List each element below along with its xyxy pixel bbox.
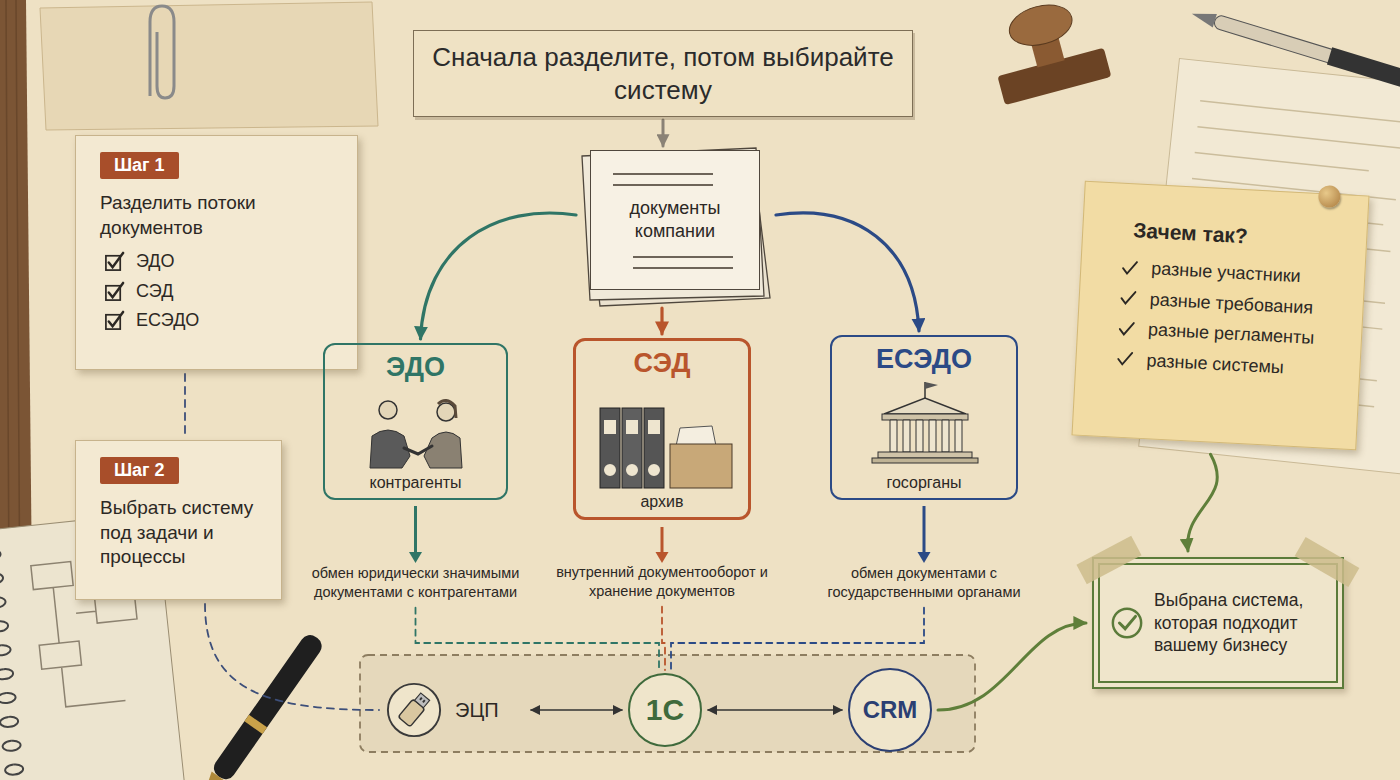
ink-pen (1189, 5, 1400, 88)
binder-label (604, 420, 660, 434)
flow-title: ЭДО (386, 353, 445, 383)
flow-box: ЕСЭДОгосорганыобмен документами с госуда… (830, 335, 1018, 500)
checklist-item: СЭД (104, 280, 339, 303)
small-arrow (923, 506, 926, 554)
entablature (882, 414, 968, 420)
small-arrowhead (918, 552, 931, 563)
flow-box: СЭДархиввнутренний документооборот и хра… (573, 338, 751, 520)
tool-label: ЭЦП (455, 699, 499, 722)
connector (776, 213, 919, 331)
flow-description: обмен юридически значимыми документами с… (296, 564, 536, 602)
connector (205, 604, 379, 710)
archive-box (670, 444, 732, 488)
pen-ring (244, 715, 267, 734)
small-arrow (661, 527, 664, 554)
handshake (404, 446, 432, 454)
tool-circle: 1С (628, 673, 702, 747)
document-stack: документы компании (590, 150, 760, 290)
flow-label: госорганы (886, 473, 961, 492)
reason-item: разные участники (1121, 256, 1345, 290)
paper-sheet (582, 148, 764, 300)
title-box: Сначала разделите, потом выбирайте систе… (413, 30, 913, 117)
flow-description: внутренний документооборот и хранение до… (547, 563, 777, 601)
step-note: Шаг 1 Разделить потоки документовЭДО СЭД ЕС… (75, 135, 358, 370)
person-head (437, 403, 455, 421)
connector (660, 308, 663, 334)
flow-box: ЭДОконтрагентыобмен юридически значимыми… (323, 343, 508, 500)
title-text: Сначала разделите, потом выбирайте систе… (432, 41, 894, 106)
pen-tip (1190, 7, 1217, 27)
reason-note: Зачем так?разные участникиразные требова… (1072, 181, 1370, 451)
step-note: Шаг 2 Выбрать систему под задачи и процес… (75, 440, 282, 600)
person-head (379, 401, 397, 419)
building-steps (872, 458, 978, 463)
reason-item: разные требования (1119, 286, 1343, 320)
flow-title: ЕСЭДО (876, 345, 972, 375)
tool-node: ЭЦП (385, 680, 525, 740)
result-text: Выбрана система, которая подходит вашему… (1154, 589, 1326, 657)
pediment (884, 398, 966, 414)
person-hair (438, 400, 456, 418)
binder-ring (604, 464, 660, 476)
flow-title: СЭД (634, 349, 691, 379)
pen-nib (194, 772, 226, 780)
connector (184, 374, 186, 436)
spiral-binding (0, 549, 24, 776)
papers (676, 426, 716, 446)
person-body (424, 432, 462, 468)
columns (890, 420, 962, 452)
tool-label: CRM (863, 696, 918, 724)
tool-circle: CRM (848, 668, 932, 752)
flow-description: обмен документами с государственными орг… (809, 564, 1039, 602)
tool-label: 1С (646, 693, 684, 727)
archive-icon (600, 408, 732, 488)
step-text: Выбрать систему под задачи и процессы (100, 496, 263, 570)
connector (421, 213, 577, 339)
small-arrowhead (656, 552, 669, 563)
connector (662, 120, 665, 146)
flow-label: архив (640, 492, 683, 511)
rubber-stamp (983, 0, 1112, 105)
flag (925, 382, 938, 389)
connector (416, 608, 660, 670)
stamp-handle (1005, 0, 1077, 52)
checklist-item: ЭДО (104, 250, 339, 273)
step-tag: Шаг 2 (100, 457, 179, 484)
pen-cap (1327, 47, 1400, 88)
connector (531, 709, 622, 711)
building-base (878, 452, 972, 458)
connector (938, 623, 1086, 710)
connector (1188, 454, 1218, 551)
handshake-icon (370, 400, 462, 468)
flow-label: контрагенты (369, 473, 461, 492)
paper-sheet (40, 2, 378, 130)
result-box: Выбрана система, которая подходит вашему… (1092, 557, 1344, 689)
small-arrowhead (409, 552, 422, 563)
note-heading: Зачем так? (1123, 218, 1347, 254)
checklist-item: ЕСЭДО (104, 309, 339, 332)
small-arrow (414, 506, 417, 554)
connector (662, 607, 665, 670)
connector (671, 608, 924, 670)
reason-item: разные системы (1116, 347, 1340, 381)
government-building-icon (872, 382, 978, 463)
integration-band (360, 655, 975, 752)
paperclip (150, 6, 174, 98)
stack-label: документы компании (611, 197, 739, 244)
connector (708, 709, 842, 711)
step-tag: Шаг 1 (100, 152, 179, 179)
reason-item: разные регламенты (1118, 317, 1342, 351)
step-text: Разделить потоки документов (100, 191, 339, 240)
